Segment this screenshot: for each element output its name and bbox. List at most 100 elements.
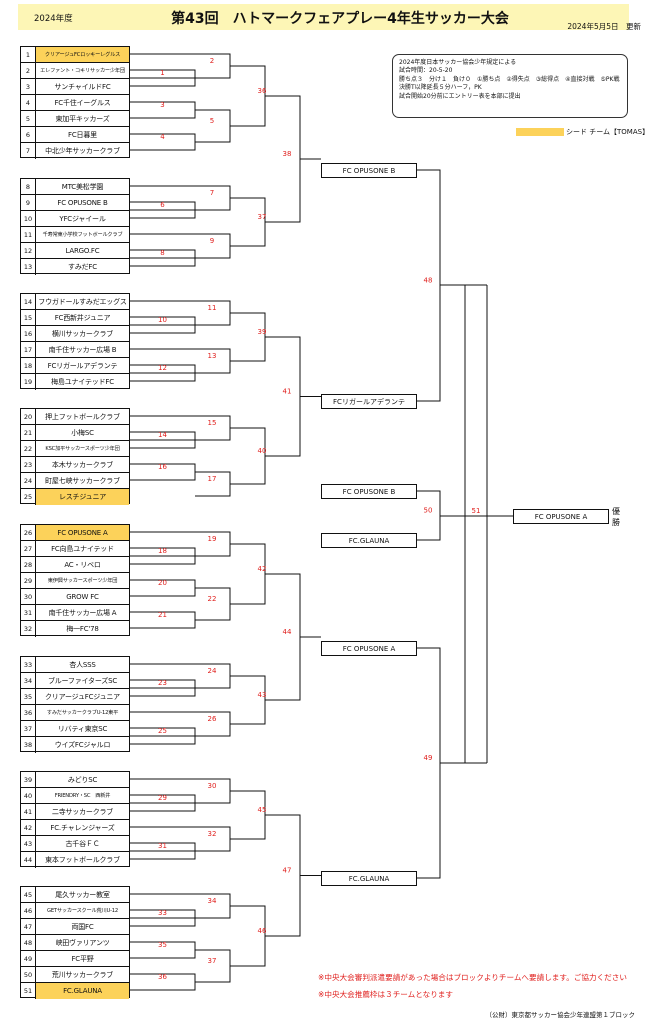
- team-number: 48: [21, 935, 36, 950]
- team-name: 東本フットボールクラブ: [45, 856, 120, 864]
- team-name: 古千谷ＦＣ: [65, 839, 100, 848]
- rule-line: 勝ち点３ 分け１ 負け０ ①勝ち点 ②得失点 ③総得点 ④直接対戦 ⑤PK戦: [399, 75, 620, 83]
- team-number: 15: [21, 310, 36, 325]
- team-name: 杏人SSS: [69, 660, 96, 669]
- match-number: 26: [208, 715, 217, 723]
- match-number: 46: [258, 927, 267, 935]
- team-number: 30: [21, 589, 36, 604]
- team-name: 峡田ヴァリアンツ: [55, 938, 110, 947]
- team-row: 19 梅島ユナイテッドFC: [21, 374, 129, 390]
- team-number: 27: [21, 541, 36, 556]
- match-number: 8: [160, 249, 164, 257]
- bracket-line: [230, 312, 266, 362]
- team-name: MTC美松学園: [61, 182, 104, 191]
- team-number: 38: [21, 737, 36, 753]
- team-number: 42: [21, 820, 36, 835]
- bracket-line: [195, 587, 231, 621]
- match-number: 50: [424, 507, 433, 515]
- team-name: FC日暮里: [68, 130, 97, 139]
- team-name: 東伊興サッカースポーツ少年団: [47, 578, 118, 584]
- match-number: 32: [208, 830, 217, 838]
- team-name: FCリガールアデランテ: [47, 361, 118, 370]
- bracket-line: [230, 675, 266, 725]
- team-number: 17: [21, 342, 36, 357]
- match-number: 7: [210, 189, 214, 197]
- team-name: 両国FC: [71, 922, 94, 931]
- match-number: 51: [472, 507, 481, 515]
- team-number: 47: [21, 919, 36, 934]
- bracket-line: [230, 427, 266, 485]
- team-number: 14: [21, 294, 36, 309]
- page-title: 第43回 ハトマークフェアプレー4年生サッカー大会: [171, 11, 509, 27]
- note-referee: ※中央大会審判派遣要請があった場合はブロックよりチームへ要請します。ご協力くださ…: [318, 973, 627, 982]
- team-name: 荒川サッカークラブ: [51, 970, 114, 979]
- team-row: 48 峡田ヴァリアンツ: [21, 935, 129, 951]
- team-number: 6: [21, 127, 36, 142]
- team-name: 中北少年サッカークラブ: [45, 147, 120, 155]
- team-name: 梅島ユナイテッドFC: [51, 378, 114, 386]
- result-box-block-d: FC.GLAUNA: [321, 871, 417, 886]
- note-recommendation: ※中央大会推薦枠は３チームとなります: [318, 990, 453, 999]
- match-number: 45: [258, 806, 267, 814]
- team-row: 33 杏人SSS: [21, 657, 129, 673]
- team-name: FC OPUSONE B: [57, 198, 108, 207]
- bracket-line: [265, 336, 301, 457]
- team-number: 34: [21, 673, 36, 688]
- team-name: 横川サッカークラブ: [51, 329, 114, 338]
- team-number: 22: [21, 441, 36, 456]
- bracket-line: [440, 284, 466, 764]
- match-number: 31: [158, 842, 167, 850]
- team-name: リバティ東京SC: [57, 724, 108, 733]
- team-number: 26: [21, 525, 36, 540]
- team-number: 25: [21, 489, 36, 505]
- match-number: 36: [158, 973, 167, 981]
- match-number: 39: [258, 328, 267, 336]
- match-number: 48: [424, 277, 433, 285]
- team-number: 24: [21, 473, 36, 488]
- champion-box: FC OPUSONE A: [513, 509, 609, 524]
- match-number: 12: [158, 364, 167, 372]
- match-number: 24: [208, 667, 217, 675]
- match-number: 2: [210, 57, 214, 65]
- match-number: 14: [158, 431, 167, 439]
- team-number: 5: [21, 111, 36, 126]
- match-number: 22: [208, 595, 217, 603]
- team-row: 47 両国FC: [21, 919, 129, 935]
- team-name: 本木サッカークラブ: [51, 460, 114, 469]
- footer-organizer: （公財）東京都サッカー協会少年連盟第１ブロック: [485, 1011, 636, 1019]
- match-number: 40: [258, 447, 267, 455]
- team-number: 19: [21, 374, 36, 390]
- match-number: 4: [160, 133, 165, 141]
- team-name: AC・リベロ: [64, 560, 101, 569]
- team-number: 33: [21, 657, 36, 672]
- rule-line: 試合時間：20-5-20: [399, 67, 453, 75]
- match-number: 18: [158, 547, 167, 555]
